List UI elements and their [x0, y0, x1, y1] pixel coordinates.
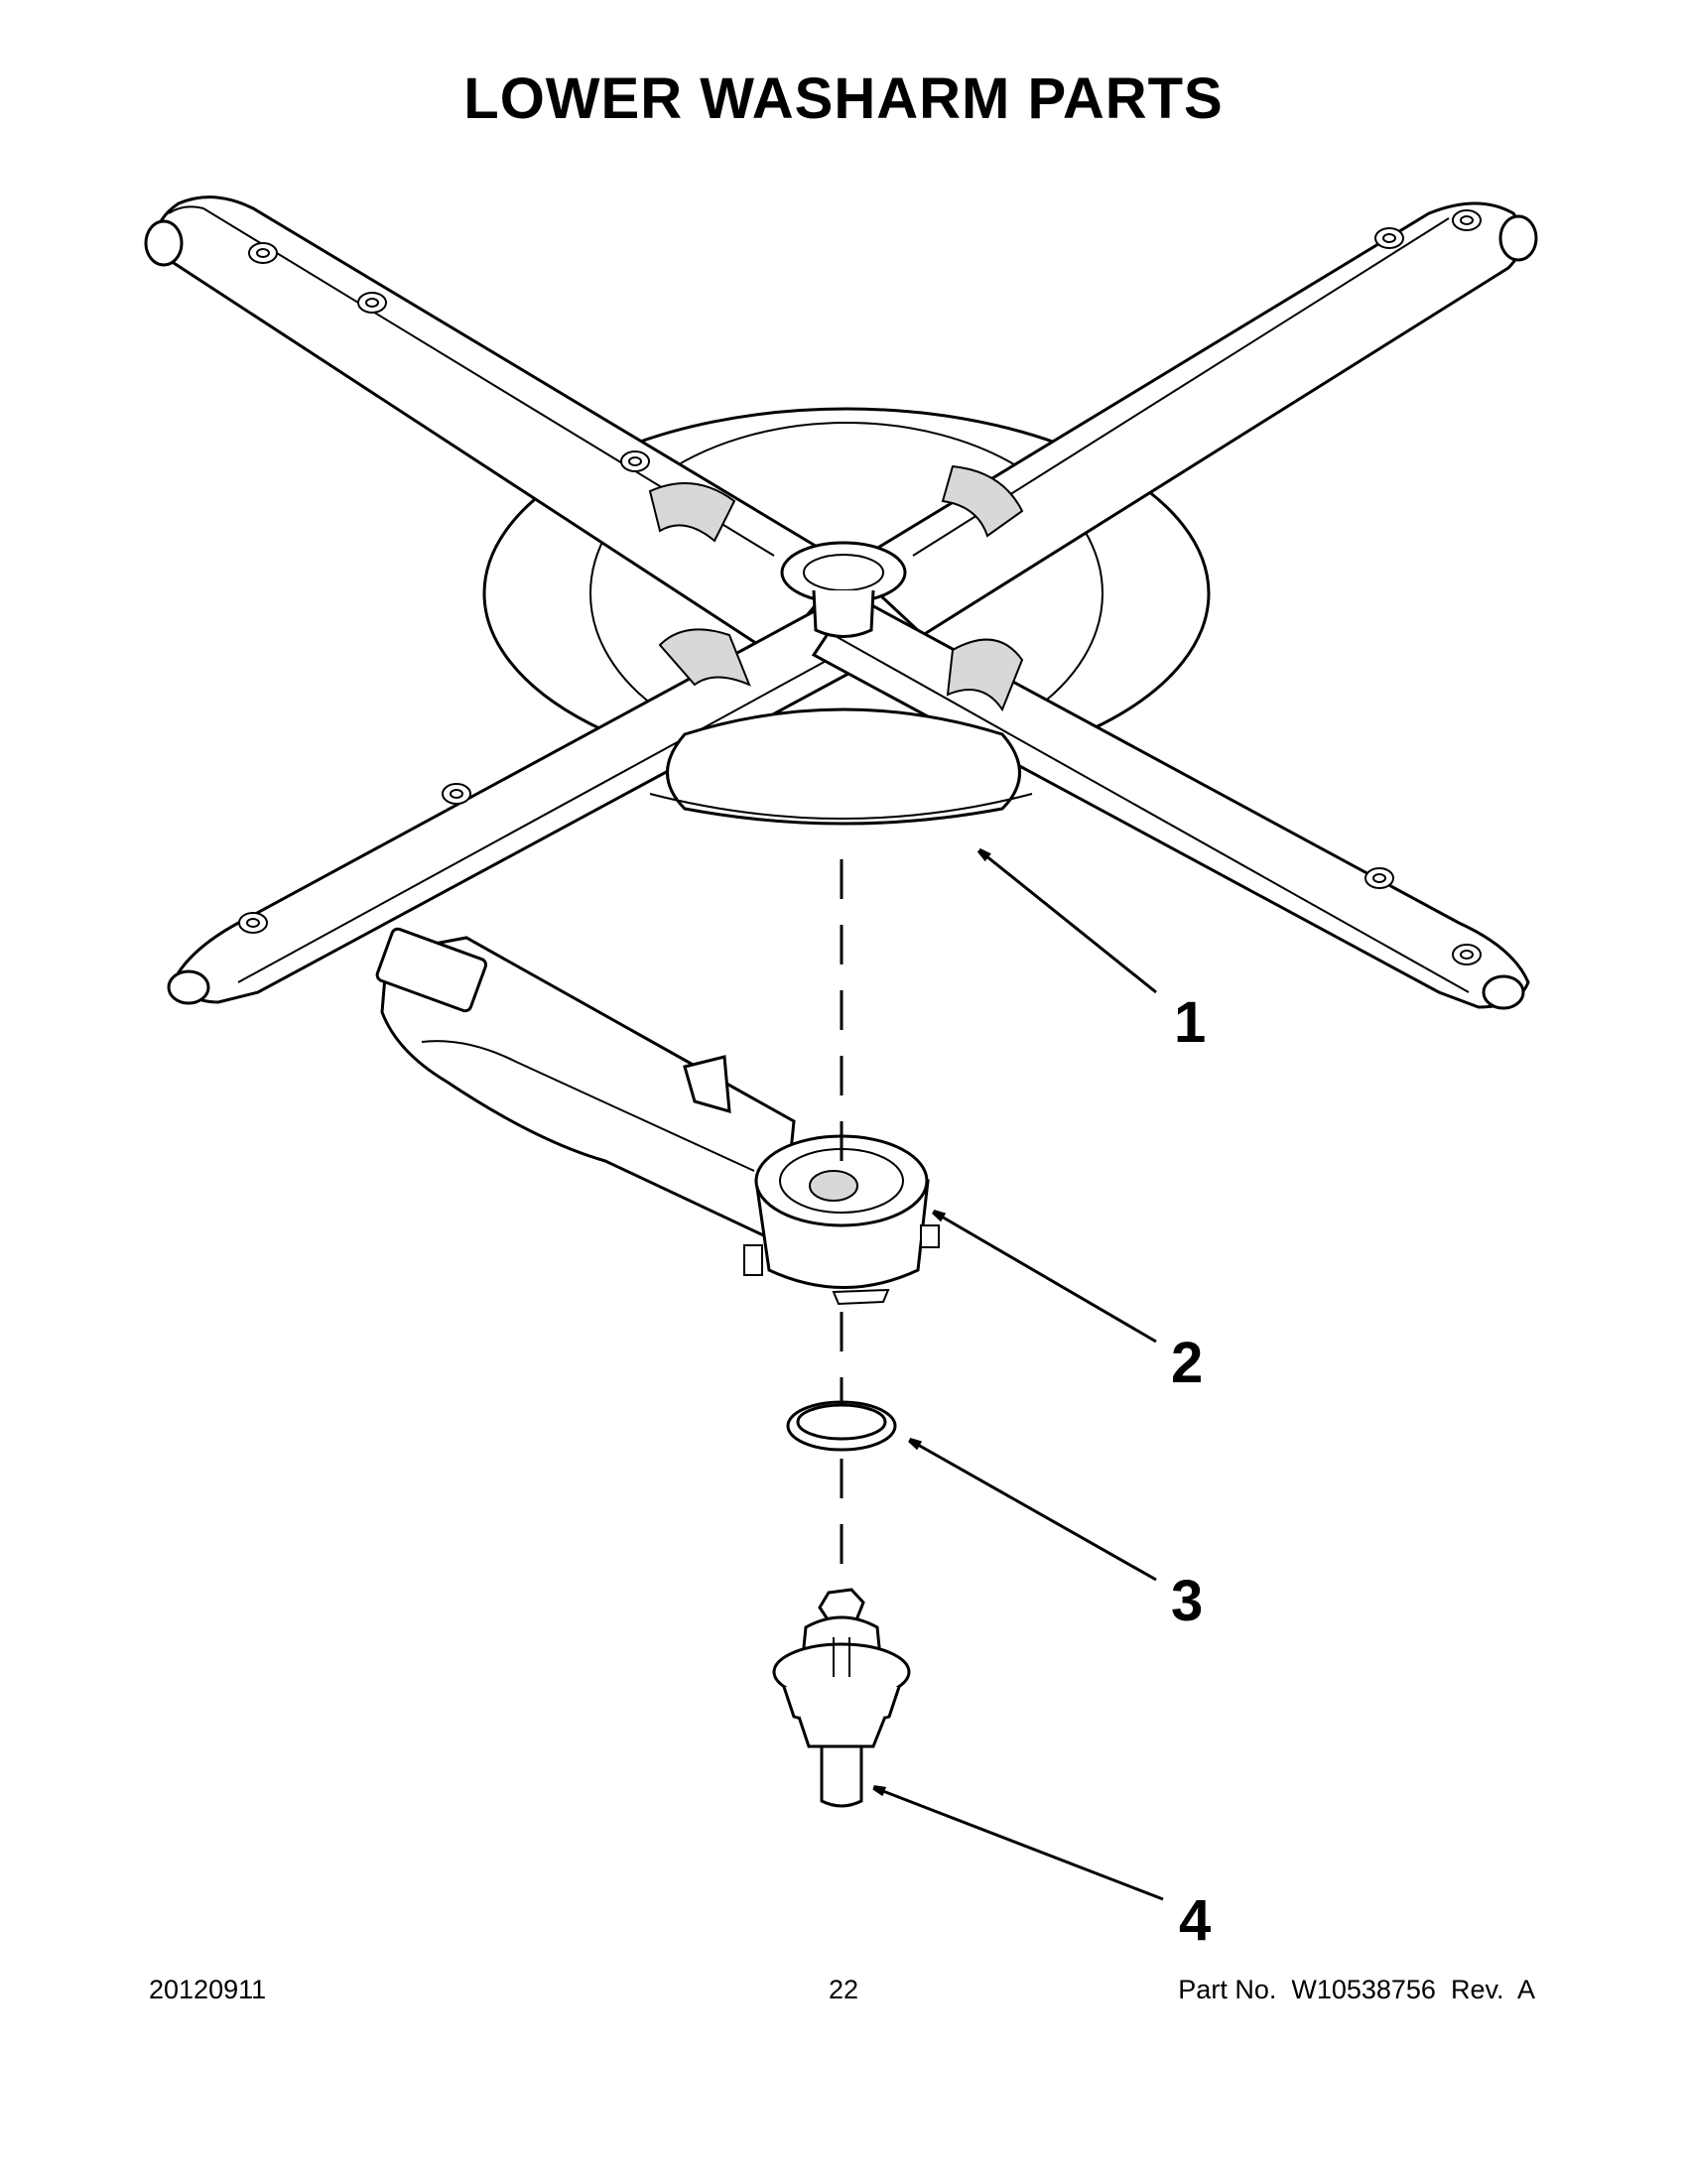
callout-3: 3: [1171, 1569, 1203, 1633]
callout-4: 4: [1179, 1888, 1211, 1953]
footer-page-number: 22: [828, 1975, 859, 2004]
lower-washarm-icon: [144, 195, 1538, 1010]
footer-date: 20120911: [149, 1975, 267, 2004]
callout-2: 2: [1171, 1331, 1203, 1395]
manifold-icon: [375, 927, 940, 1306]
callout-3-leader: [911, 1441, 1157, 1582]
o-ring-icon: [786, 1400, 897, 1452]
callout-2-leader: [935, 1213, 1157, 1344]
page-title: LOWER WASHARM PARTS: [463, 66, 1224, 131]
callout-4-leader: [875, 1788, 1164, 1901]
footer-part-number: Part No. W10538756 Rev. A: [1178, 1975, 1535, 2004]
callout-1-leader: [980, 851, 1157, 994]
bearing-icon: [772, 1588, 911, 1808]
callout-1: 1: [1174, 990, 1206, 1055]
